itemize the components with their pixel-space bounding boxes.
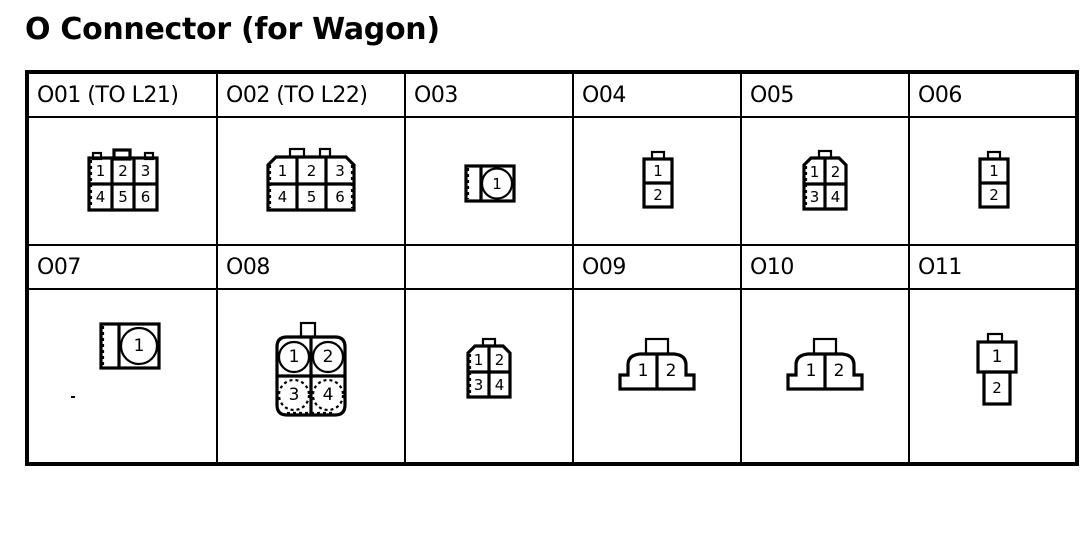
pin-label: 5	[118, 188, 128, 206]
header-cell-o04: O04	[572, 71, 742, 118]
diagram-cell-o02: 1 2 3 4 5 6	[216, 116, 406, 246]
pin-label: 1	[806, 361, 817, 381]
print-speck	[71, 396, 75, 398]
pin-label: 2	[834, 361, 845, 381]
pin-label: 1	[289, 347, 300, 367]
header-cell-o02: O02 (TO L22)	[216, 71, 406, 118]
pin-label: 2	[118, 162, 128, 180]
connector-diagram-o10: 1 2	[786, 337, 864, 391]
pin-label: 6	[335, 188, 345, 206]
header-cell-o05: O05	[740, 71, 910, 118]
header-cell-o11: O11	[908, 244, 1078, 290]
diagram-cell-o08: 1 2 3 4	[216, 288, 406, 465]
header-cell-o01: O01 (TO L21)	[26, 71, 218, 118]
pin-label: 1	[95, 162, 105, 180]
header-cell-o10: O10	[740, 244, 910, 290]
diagram-cell-o07: 1	[26, 288, 218, 465]
header-cell-o08: O08	[216, 244, 406, 290]
diagram-cell-o09: 1 2	[572, 288, 742, 465]
pin-label: 1	[989, 162, 999, 180]
diagram-cell-o11: 1 2	[908, 288, 1078, 465]
pin-label: 1	[133, 336, 144, 356]
pin-label: 1	[810, 163, 820, 181]
pin-label: 4	[495, 376, 505, 394]
pin-label: 5	[307, 188, 317, 206]
diagram-cell-blank: 1 2 3 4	[404, 288, 574, 465]
pin-label: 2	[323, 347, 334, 367]
diagram-cell-o01: 1 2 3 4 5 6	[26, 116, 218, 246]
pin-label: 3	[140, 162, 150, 180]
pin-label: 1	[492, 175, 502, 193]
pin-label: 2	[831, 163, 841, 181]
pin-label: 3	[289, 385, 300, 405]
connector-diagram-o07: 1	[98, 322, 161, 370]
pin-label: 1	[474, 351, 484, 369]
header-cell-o07: O07	[26, 244, 218, 290]
connector-diagram-o11: 1 2	[975, 332, 1018, 406]
pin-label: 2	[307, 162, 317, 180]
pin-label: 3	[335, 162, 345, 180]
connector-diagram-o02: 1 2 3 4 5 6	[266, 147, 356, 212]
header-cell-o09: O09	[572, 244, 742, 290]
connector-diagram-o01: 1 2 3 4 5 6	[86, 148, 159, 212]
diagram-row-1: 1 2 3 4 5 6	[26, 116, 1078, 246]
pin-label: 4	[323, 385, 334, 405]
header-row-2: O07 O08 O09 O10 O11	[26, 244, 1078, 290]
connector-table: O01 (TO L21) O02 (TO L22) O03 O04 O05 O0…	[25, 70, 1079, 466]
page-title: O Connector (for Wagon)	[25, 12, 440, 47]
header-cell-o03: O03	[404, 71, 574, 118]
pin-label: 4	[831, 188, 841, 206]
header-cell-o06: O06	[908, 71, 1078, 118]
pin-label: 3	[474, 376, 484, 394]
diagram-cell-o03: 1	[404, 116, 574, 246]
pin-label: 2	[666, 361, 677, 381]
header-cell-blank	[404, 244, 574, 290]
pin-label: 1	[653, 162, 663, 180]
header-row-1: O01 (TO L21) O02 (TO L22) O03 O04 O05 O0…	[26, 71, 1078, 118]
pin-label: 1	[991, 347, 1002, 367]
connector-diagram-o03: 1	[464, 164, 516, 203]
pin-label: 4	[95, 188, 105, 206]
diagram-cell-o06: 1 2	[908, 116, 1078, 246]
connector-diagram-blank: 1 2 3 4	[466, 337, 512, 399]
diagram-cell-o10: 1 2	[740, 288, 910, 465]
pin-label: 4	[278, 188, 288, 206]
pin-label: 2	[495, 351, 505, 369]
diagram-cell-o05: 1 2 3 4	[740, 116, 910, 246]
pin-label: 6	[140, 188, 150, 206]
pin-label: 1	[638, 361, 649, 381]
pin-label: 2	[992, 379, 1002, 397]
connector-diagram-o04: 1 2	[642, 150, 674, 209]
connector-diagram-o08: 1 2 3 4	[275, 321, 347, 417]
connector-diagram-o05: 1 2 3 4	[802, 149, 848, 211]
connector-diagram-o09: 1 2	[618, 337, 696, 391]
pin-label: 1	[278, 162, 288, 180]
connector-diagram-o06: 1 2	[977, 150, 1010, 209]
pin-label: 3	[810, 188, 820, 206]
diagram-cell-o04: 1 2	[572, 116, 742, 246]
diagram-row-2: 1 1 2 3	[26, 288, 1078, 465]
pin-label: 2	[989, 186, 999, 204]
pin-label: 2	[653, 186, 663, 204]
